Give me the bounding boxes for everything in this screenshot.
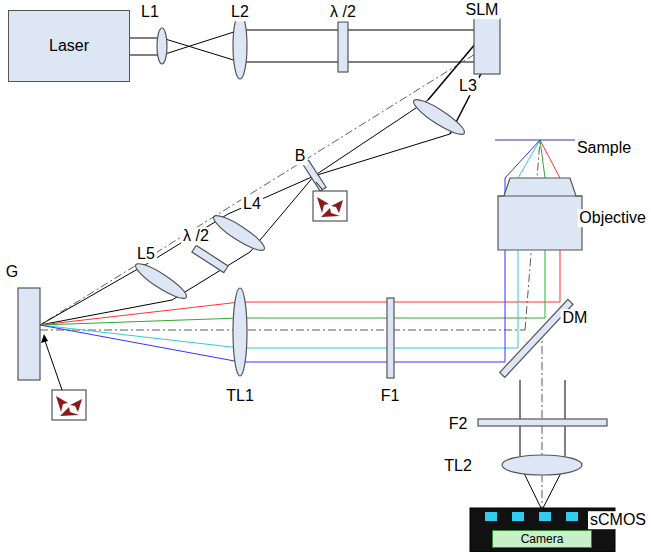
part-label: L5 xyxy=(135,245,157,263)
part-label: L1 xyxy=(139,3,161,21)
part-label: Objective xyxy=(577,209,648,227)
node-text: Laser xyxy=(49,37,89,55)
part-label: B xyxy=(293,147,308,165)
part-label: L2 xyxy=(229,3,251,21)
part-label: L4 xyxy=(241,195,263,213)
part-label: TL2 xyxy=(442,457,474,475)
part-label: TL1 xyxy=(224,387,256,405)
part-label: SLM xyxy=(464,1,501,19)
part-label: G xyxy=(4,263,20,281)
laser-box: Laser xyxy=(8,10,130,82)
part-label: F1 xyxy=(379,387,402,405)
camera-label-box: Camera xyxy=(492,530,592,548)
part-label: DM xyxy=(561,309,590,327)
part-label: Sample xyxy=(575,139,633,157)
node-text: Camera xyxy=(521,532,564,546)
part-label: F2 xyxy=(447,415,470,433)
part-label: sCMOS xyxy=(588,511,648,529)
part-label: L3 xyxy=(457,77,479,95)
part-label: λ /2 xyxy=(328,3,358,21)
part-label: λ /2 xyxy=(181,227,211,245)
